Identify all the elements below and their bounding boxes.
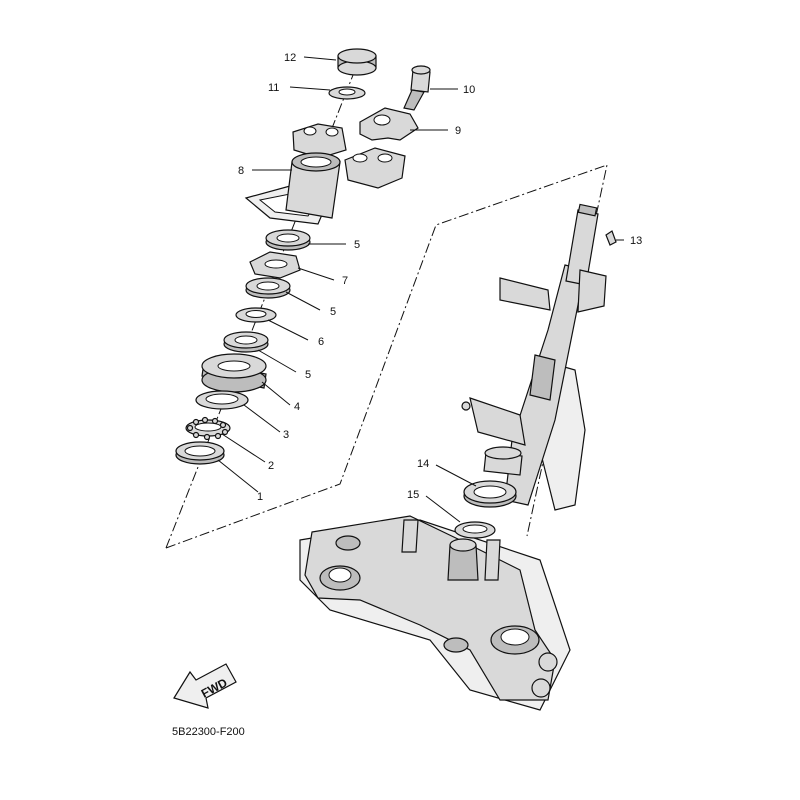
part-3-bearing-cone	[195, 390, 249, 410]
part-9-holder-upper	[359, 107, 419, 141]
part-4-bearing-race	[201, 353, 267, 393]
fwd-arrow-icon: FWD	[173, 663, 237, 709]
part-1-dust-seal	[175, 441, 225, 465]
part-5-ring-nut-middle	[245, 277, 291, 299]
callout-15: 15	[407, 489, 419, 501]
part-12-cap-nut	[337, 48, 377, 76]
steering-column-assembly	[461, 203, 607, 511]
drawing-code: 5B22300-F200	[172, 726, 245, 738]
callout-10: 10	[463, 84, 475, 96]
part-6-washer	[235, 307, 277, 323]
part-10-bolt	[403, 65, 431, 111]
part-7-lock-washer	[249, 251, 301, 279]
callout-2: 2	[268, 460, 274, 472]
part-13-pin	[605, 230, 617, 246]
part-5-ring-nut-lower	[223, 331, 269, 353]
leader-lines	[217, 56, 624, 523]
callout-12: 12	[284, 52, 296, 64]
callout-13: 13	[630, 235, 642, 247]
part-8-holder-damper	[244, 152, 341, 225]
callout-8: 8	[238, 165, 244, 177]
callout-4: 4	[294, 401, 300, 413]
callout-1: 1	[257, 491, 263, 503]
part-11-washer	[328, 86, 366, 100]
under-bracket-assembly	[299, 515, 571, 711]
callout-6: 6	[318, 336, 324, 348]
upper-holder-block	[292, 123, 347, 159]
lower-holder-block	[344, 147, 406, 189]
callout-14: 14	[417, 458, 429, 470]
callout-5-upper: 5	[354, 239, 360, 251]
callout-5-middle: 5	[330, 306, 336, 318]
part-15-seal	[454, 521, 496, 539]
callout-5-lower: 5	[305, 369, 311, 381]
callout-9: 9	[455, 125, 461, 137]
part-5-washer-upper	[265, 229, 311, 251]
callout-3: 3	[283, 429, 289, 441]
part-14-bearing	[463, 480, 517, 508]
callout-11: 11	[268, 82, 279, 94]
part-2-ball-race	[185, 416, 231, 441]
callout-7: 7	[342, 275, 348, 287]
